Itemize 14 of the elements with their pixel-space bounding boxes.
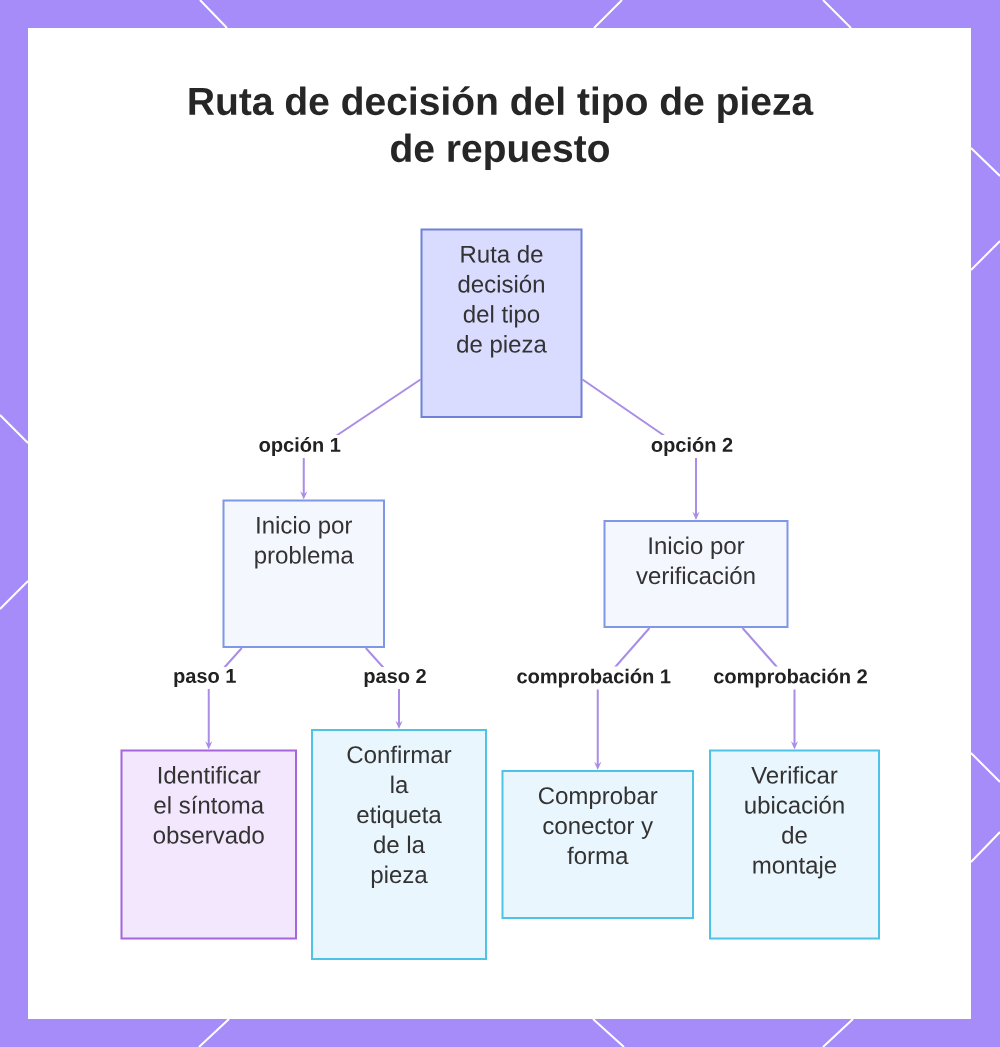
edge-label: paso 2 [361,666,429,690]
step-box: Inicio por problema [222,499,385,648]
step-box: Verificar ubicación de montaje [709,749,880,940]
title: Ruta de decisión del tipo de pieza de repuesto [189,86,814,170]
edge-label: paso 1 [171,667,239,689]
step-box: Confirmar la etiqueta de la pieza [311,729,487,960]
edge-label: comprobación 1 [514,666,673,690]
edge-label: opción 1 [256,435,343,458]
step-box: Identificar el síntoma observado [120,749,297,940]
step-box: Comprobar conector y forma [501,770,694,919]
edge-label: comprobación 2 [711,666,870,690]
edge-label: opción 2 [648,435,736,458]
step-box: Inicio por verificación [603,520,789,628]
step-box: Ruta de decisión del tipo de pieza [420,228,583,418]
